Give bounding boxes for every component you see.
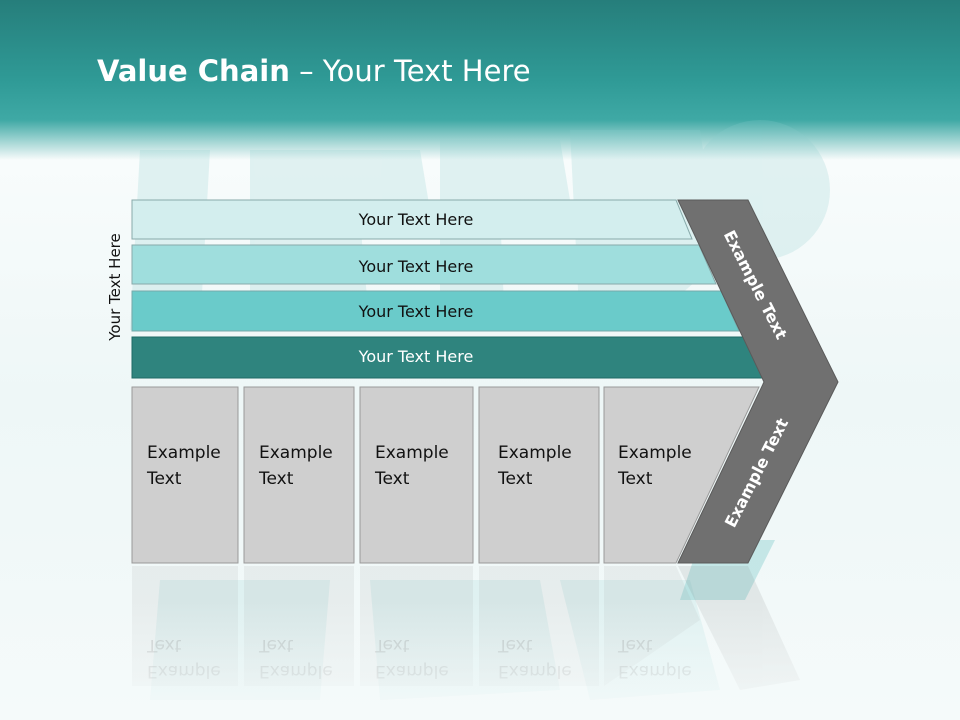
header-band [0,0,960,160]
bar-3-label: Your Text Here [358,302,474,321]
cell-3 [359,386,474,564]
bar-1-label: Your Text Here [358,210,474,229]
cell-5-text: Example Text [618,443,692,489]
chevron-arrow [677,199,839,564]
bar-4: Your Text Here [131,336,764,379]
cell-1 [131,386,239,564]
bar-2-label: Your Text Here [358,257,474,276]
bar-4-label: Your Text Here [358,347,474,366]
bottom-fade [0,600,960,720]
slide-title: Value Chain – Your Text Here [97,54,531,88]
bar-3: Your Text Here [131,290,740,332]
cell-3-text: Example Text [375,443,449,489]
cell-5 [603,386,760,564]
cell-2-text: Example Text [259,443,333,489]
bar-1: Your Text Here [131,199,693,240]
cell-4 [478,386,600,564]
cell-2 [243,386,355,564]
cell-1-text: Example Text [147,443,221,489]
bar-2: Your Text Here [131,244,717,285]
cell-4-text: Example Text [498,443,572,489]
